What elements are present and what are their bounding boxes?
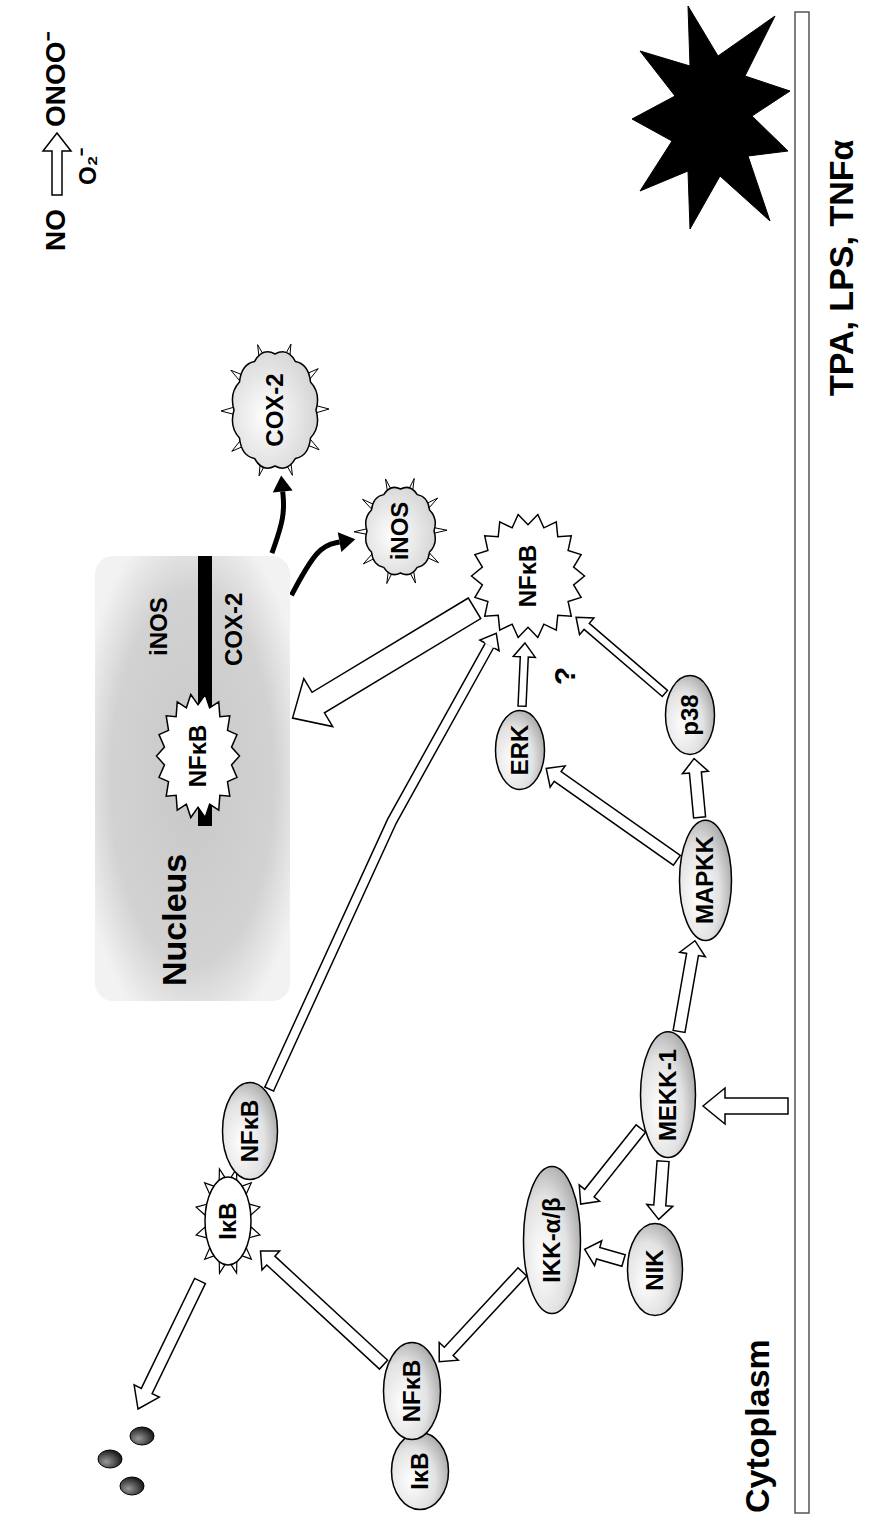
signal-arrow bbox=[647, 1161, 673, 1220]
oval-outline bbox=[524, 1167, 581, 1314]
arrow-body bbox=[293, 598, 481, 727]
arrow-body bbox=[673, 941, 705, 1033]
phospho-oval: IκB bbox=[193, 1165, 263, 1277]
signal-arrow bbox=[513, 643, 535, 706]
factor-oval: NFκB bbox=[382, 1341, 442, 1441]
signal-arrow bbox=[291, 532, 355, 595]
bound-star: NFκB bbox=[155, 692, 241, 820]
arrow-body bbox=[439, 1268, 527, 1362]
signal-arrow bbox=[682, 759, 708, 818]
arrow-head-fill bbox=[480, 633, 499, 651]
node-label: iNOS bbox=[386, 502, 414, 561]
kinase-oval: IKK-α/β bbox=[522, 1165, 582, 1315]
arrow-shaft bbox=[291, 542, 339, 595]
kinase-oval: MAPKK bbox=[678, 818, 733, 941]
signal-arrow bbox=[576, 617, 667, 696]
node-label: NFκB bbox=[184, 725, 212, 788]
kinase-oval: MEKK-1 bbox=[639, 1031, 697, 1160]
reaction-arrow bbox=[43, 133, 71, 195]
node-label: ERK bbox=[506, 725, 534, 776]
figure-title: TPA, LPS, TNFα bbox=[822, 140, 861, 396]
cloud-outline bbox=[365, 487, 435, 574]
star-outline bbox=[157, 694, 240, 817]
signal-arrow bbox=[546, 766, 680, 865]
factor-oval: NFκB bbox=[221, 1081, 279, 1181]
kinase-oval: p38 bbox=[664, 674, 716, 756]
band-fill bbox=[95, 556, 290, 1001]
annotation-label: NO bbox=[40, 209, 72, 251]
oval-outline bbox=[641, 1032, 696, 1158]
oval-outline bbox=[392, 1433, 449, 1510]
kinase-oval: NIK bbox=[626, 1223, 684, 1318]
arrow-shaft bbox=[272, 491, 284, 553]
oval-outline bbox=[223, 1083, 278, 1180]
node-label: IκB bbox=[406, 1452, 434, 1489]
arrow-body bbox=[579, 1125, 645, 1204]
compartment-band: Nucleus COX-2 iNOS NFκB bbox=[95, 556, 290, 1001]
node-label: COX-2 bbox=[220, 593, 248, 666]
arrow-head bbox=[338, 532, 356, 552]
node-label: COX-2 bbox=[261, 373, 289, 446]
annotation-label: O₂⁻ bbox=[74, 148, 102, 185]
kinase-oval: ERK bbox=[494, 709, 546, 791]
arrow-body bbox=[513, 643, 535, 706]
star-outline bbox=[472, 514, 585, 637]
node-label: NIK bbox=[641, 1249, 669, 1290]
cell-membrane bbox=[795, 12, 809, 1513]
oval-outline bbox=[205, 1177, 251, 1265]
oval-outline bbox=[679, 820, 731, 940]
node-label: p38 bbox=[676, 694, 704, 735]
arrow-body bbox=[647, 1161, 673, 1220]
node-label: IKK-α/β bbox=[538, 1197, 566, 1282]
signal-arrow bbox=[261, 1251, 388, 1369]
protein-cloud: iNOS bbox=[353, 475, 448, 587]
oval-outline bbox=[628, 1224, 683, 1316]
cloud-outline bbox=[232, 352, 317, 468]
node-label: NFκB bbox=[514, 545, 542, 608]
signal-arrow bbox=[579, 1125, 645, 1204]
annotation-label: ONOO⁻ bbox=[40, 32, 72, 127]
node-label: MAPKK bbox=[691, 836, 719, 924]
node-label: NFκB bbox=[236, 1100, 264, 1163]
black-burst bbox=[632, 6, 790, 229]
oval-outline bbox=[666, 676, 715, 755]
arrow-head bbox=[273, 476, 293, 493]
stimulus-arrow bbox=[703, 1088, 788, 1124]
signal-arrow bbox=[673, 941, 705, 1033]
degraded-fragment bbox=[98, 1450, 122, 1468]
signal-arrow bbox=[585, 1241, 626, 1267]
arrow-body bbox=[261, 1251, 388, 1369]
node-label: Nucleus bbox=[155, 854, 194, 986]
arrow-body bbox=[585, 1241, 626, 1267]
node-label: IκB bbox=[214, 1202, 242, 1239]
annotation-label: ? bbox=[548, 667, 583, 685]
signal-arrow bbox=[272, 476, 293, 554]
arrow-body bbox=[546, 766, 680, 865]
oval-outline bbox=[496, 711, 545, 790]
node-label: iNOS bbox=[145, 597, 173, 656]
activated-star: NFκB bbox=[470, 512, 586, 640]
degraded-fragment bbox=[120, 1477, 144, 1495]
arrow-head bbox=[480, 633, 499, 651]
signal-arrow bbox=[293, 598, 481, 727]
degraded-fragment bbox=[130, 1427, 154, 1445]
signal-arrow bbox=[439, 1268, 527, 1362]
inhibitor-oval: IκB bbox=[390, 1431, 450, 1511]
node-label: NFκB bbox=[398, 1360, 426, 1423]
node-label: MEKK-1 bbox=[654, 1049, 682, 1141]
oval-outline bbox=[384, 1343, 441, 1440]
protein-cloud: COX-2 bbox=[220, 340, 330, 480]
degradation-arrow bbox=[134, 1278, 205, 1409]
arrow-body bbox=[682, 759, 708, 818]
annotation-label: Cytoplasm bbox=[738, 1339, 777, 1513]
arrow-body bbox=[576, 617, 667, 696]
